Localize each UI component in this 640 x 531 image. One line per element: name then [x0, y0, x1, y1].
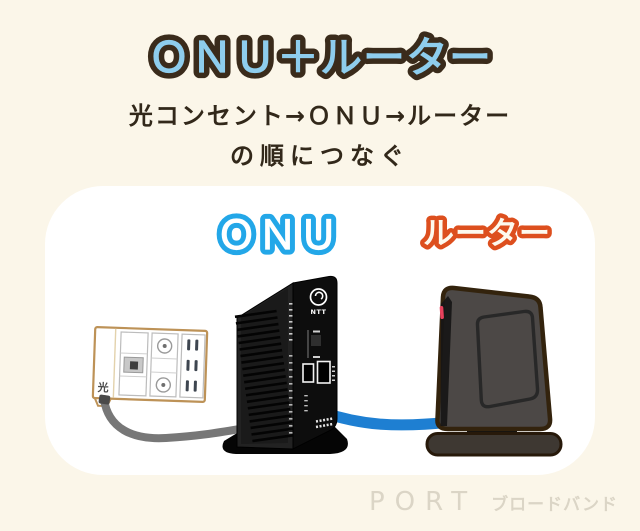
- optical-port-label: 光: [96, 380, 108, 394]
- lan-cable: [316, 406, 456, 431]
- footer-logo: PORT ブロードバンド: [369, 487, 618, 517]
- power-slot-icons: [185, 339, 199, 392]
- subtitle-line1: 光コンセント→ＯＮＵ→ルーター: [128, 102, 512, 130]
- outlet-power-column: [179, 333, 206, 399]
- device-labels: ＯＮＵ ルーター: [212, 208, 555, 260]
- router-label: ルーター: [423, 216, 551, 252]
- title-banner: ＯＮＵ＋ルーター: [142, 28, 496, 88]
- onu-switch-detail: [307, 330, 321, 358]
- optical-cable-connector: [98, 394, 111, 405]
- optical-cable: [98, 394, 244, 443]
- outlet-port-column: [118, 331, 149, 397]
- brand-wordmark: PORT: [368, 487, 478, 517]
- onu-vent-slats: [234, 309, 295, 443]
- router-side-shade: [440, 296, 452, 426]
- onu-ports: [302, 360, 335, 384]
- router-device-illustration: [425, 285, 563, 457]
- onu-brand-text: NTT: [311, 308, 327, 316]
- outlet-coax-column: [149, 332, 179, 398]
- onu-label-marks: [304, 395, 334, 429]
- router-body: [435, 285, 553, 432]
- brand-suffix: ブロードバンド: [491, 495, 618, 515]
- router-indicator-light: [439, 306, 444, 319]
- onu-label: ＯＮＵ: [217, 213, 340, 259]
- subtitle-line2: の順につなぐ: [230, 142, 410, 170]
- optical-outlet-illustration: 光: [91, 326, 209, 408]
- ntt-logo-icon: [309, 288, 328, 306]
- onu-device-illustration: NTT: [222, 275, 348, 454]
- onu-front-face: [292, 275, 338, 450]
- router-base: [425, 432, 563, 457]
- router-panel-detail: [475, 309, 540, 409]
- outlet-divider: [112, 328, 117, 398]
- page-title: ＯＮＵ＋ルーター: [148, 33, 492, 82]
